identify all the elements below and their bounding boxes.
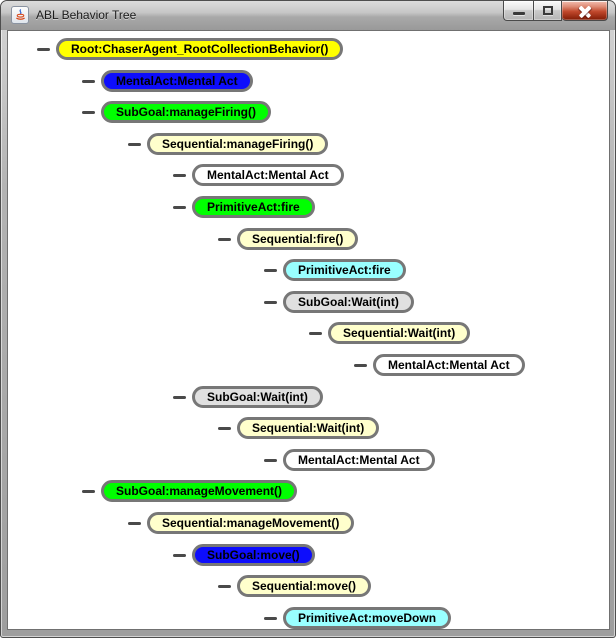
tree-node-label: Sequential:fire() (252, 232, 344, 246)
tree-node-pill[interactable]: MentalAct:Mental Act (283, 449, 435, 471)
tree-node-label: MentalAct:Mental Act (116, 74, 238, 88)
tree-connector-dash (264, 268, 277, 272)
tree-node-label: SubGoal:manageMovement() (116, 484, 283, 498)
tree-connector-dash (218, 426, 231, 430)
tree-connector-dash (218, 584, 231, 588)
tree-node-pill[interactable]: Sequential:fire() (237, 228, 359, 250)
tree-node-pill[interactable]: SubGoal:manageMovement() (101, 480, 298, 502)
tree-node[interactable]: SubGoal:manageMovement() (82, 480, 298, 502)
tree-node-pill[interactable]: Root:ChaserAgent_RootCollectionBehavior(… (56, 38, 344, 60)
close-icon (579, 5, 591, 17)
tree-node[interactable]: PrimitiveAct:moveDown (264, 607, 452, 629)
tree-node-pill[interactable]: MentalAct:Mental Act (101, 70, 253, 92)
tree-node[interactable]: PrimitiveAct:fire (173, 196, 315, 218)
tree-connector-dash (264, 616, 277, 620)
tree-connector-dash (173, 205, 186, 209)
tree-node[interactable]: SubGoal:Wait(int) (264, 291, 414, 313)
tree-node-label: MentalAct:Mental Act (388, 358, 510, 372)
java-coffee-cup-icon (11, 6, 29, 24)
tree-node-pill[interactable]: PrimitiveAct:fire (192, 196, 315, 218)
tree-node[interactable]: MentalAct:Mental Act (82, 70, 253, 92)
tree-connector-dash (173, 173, 186, 177)
tree-node-pill[interactable]: Sequential:manageMovement() (147, 512, 355, 534)
tree-node-label: PrimitiveAct:fire (298, 263, 391, 277)
tree-node-label: SubGoal:Wait(int) (207, 390, 308, 404)
tree-node-pill[interactable]: Sequential:move() (237, 575, 372, 597)
tree-node-label: Sequential:Wait(int) (252, 421, 365, 435)
tree-connector-dash (82, 110, 95, 114)
tree-node-label: Sequential:manageMovement() (162, 516, 340, 530)
behavior-tree-canvas: Root:ChaserAgent_RootCollectionBehavior(… (7, 30, 610, 630)
tree-node-pill[interactable]: SubGoal:Wait(int) (283, 291, 414, 313)
tree-node[interactable]: Sequential:manageMovement() (128, 512, 355, 534)
tree-connector-dash (173, 553, 186, 557)
tree-connector-dash (128, 521, 141, 525)
tree-node-label: Sequential:manageFiring() (162, 137, 314, 151)
tree-connector-dash (82, 79, 95, 83)
tree-connector-dash (128, 142, 141, 146)
tree-node-pill[interactable]: SubGoal:Wait(int) (192, 386, 323, 408)
tree-node-label: PrimitiveAct:moveDown (298, 611, 437, 625)
tree-node[interactable]: Sequential:Wait(int) (218, 417, 380, 439)
tree-node-pill[interactable]: Sequential:Wait(int) (237, 417, 380, 439)
tree-node-label: SubGoal:manageFiring() (116, 105, 257, 119)
tree-connector-dash (37, 47, 50, 51)
tree-node-label: Root:ChaserAgent_RootCollectionBehavior(… (71, 42, 329, 56)
minimize-button[interactable] (503, 1, 533, 21)
window-title: ABL Behavior Tree (36, 8, 137, 22)
tree-node-label: Sequential:Wait(int) (343, 326, 456, 340)
tree-connector-dash (173, 395, 186, 399)
tree-node[interactable]: Root:ChaserAgent_RootCollectionBehavior(… (37, 38, 344, 60)
tree-node-pill[interactable]: SubGoal:move() (192, 544, 315, 566)
tree-node-label: SubGoal:Wait(int) (298, 295, 399, 309)
tree-node[interactable]: SubGoal:Wait(int) (173, 386, 323, 408)
tree-node[interactable]: Sequential:Wait(int) (309, 322, 471, 344)
title-bar[interactable]: ABL Behavior Tree (1, 1, 615, 30)
close-button[interactable] (562, 1, 608, 21)
tree-node[interactable]: MentalAct:Mental Act (264, 449, 435, 471)
tree-node[interactable]: MentalAct:Mental Act (354, 354, 525, 376)
tree-node-label: PrimitiveAct:fire (207, 200, 300, 214)
tree-node-label: MentalAct:Mental Act (207, 168, 329, 182)
tree-connector-dash (82, 489, 95, 493)
tree-connector-dash (218, 237, 231, 241)
tree-connector-dash (264, 300, 277, 304)
maximize-icon (542, 6, 553, 15)
tree-node-pill[interactable]: Sequential:manageFiring() (147, 133, 329, 155)
tree-node-pill[interactable]: SubGoal:manageFiring() (101, 101, 272, 123)
tree-connector-dash (354, 363, 367, 367)
tree-node[interactable]: PrimitiveAct:fire (264, 259, 406, 281)
tree-node[interactable]: Sequential:manageFiring() (128, 133, 329, 155)
tree-node[interactable]: MentalAct:Mental Act (173, 164, 344, 186)
tree-node[interactable]: SubGoal:manageFiring() (82, 101, 272, 123)
tree-node-label: MentalAct:Mental Act (298, 453, 420, 467)
tree-node-pill[interactable]: Sequential:Wait(int) (328, 322, 471, 344)
tree-node[interactable]: SubGoal:move() (173, 544, 315, 566)
tree-node[interactable]: Sequential:move() (218, 575, 372, 597)
minimize-icon (512, 12, 525, 15)
tree-connector-dash (309, 331, 322, 335)
tree-node-pill[interactable]: MentalAct:Mental Act (373, 354, 525, 376)
tree-connector-dash (264, 458, 277, 462)
tree-node-pill[interactable]: PrimitiveAct:moveDown (283, 607, 452, 629)
tree-node[interactable]: Sequential:fire() (218, 228, 359, 250)
tree-node-label: Sequential:move() (252, 579, 357, 593)
tree-node-pill[interactable]: MentalAct:Mental Act (192, 164, 344, 186)
tree-node-pill[interactable]: PrimitiveAct:fire (283, 259, 406, 281)
maximize-button[interactable] (533, 1, 562, 21)
window-controls (503, 1, 608, 22)
tree-node-label: SubGoal:move() (207, 548, 300, 562)
